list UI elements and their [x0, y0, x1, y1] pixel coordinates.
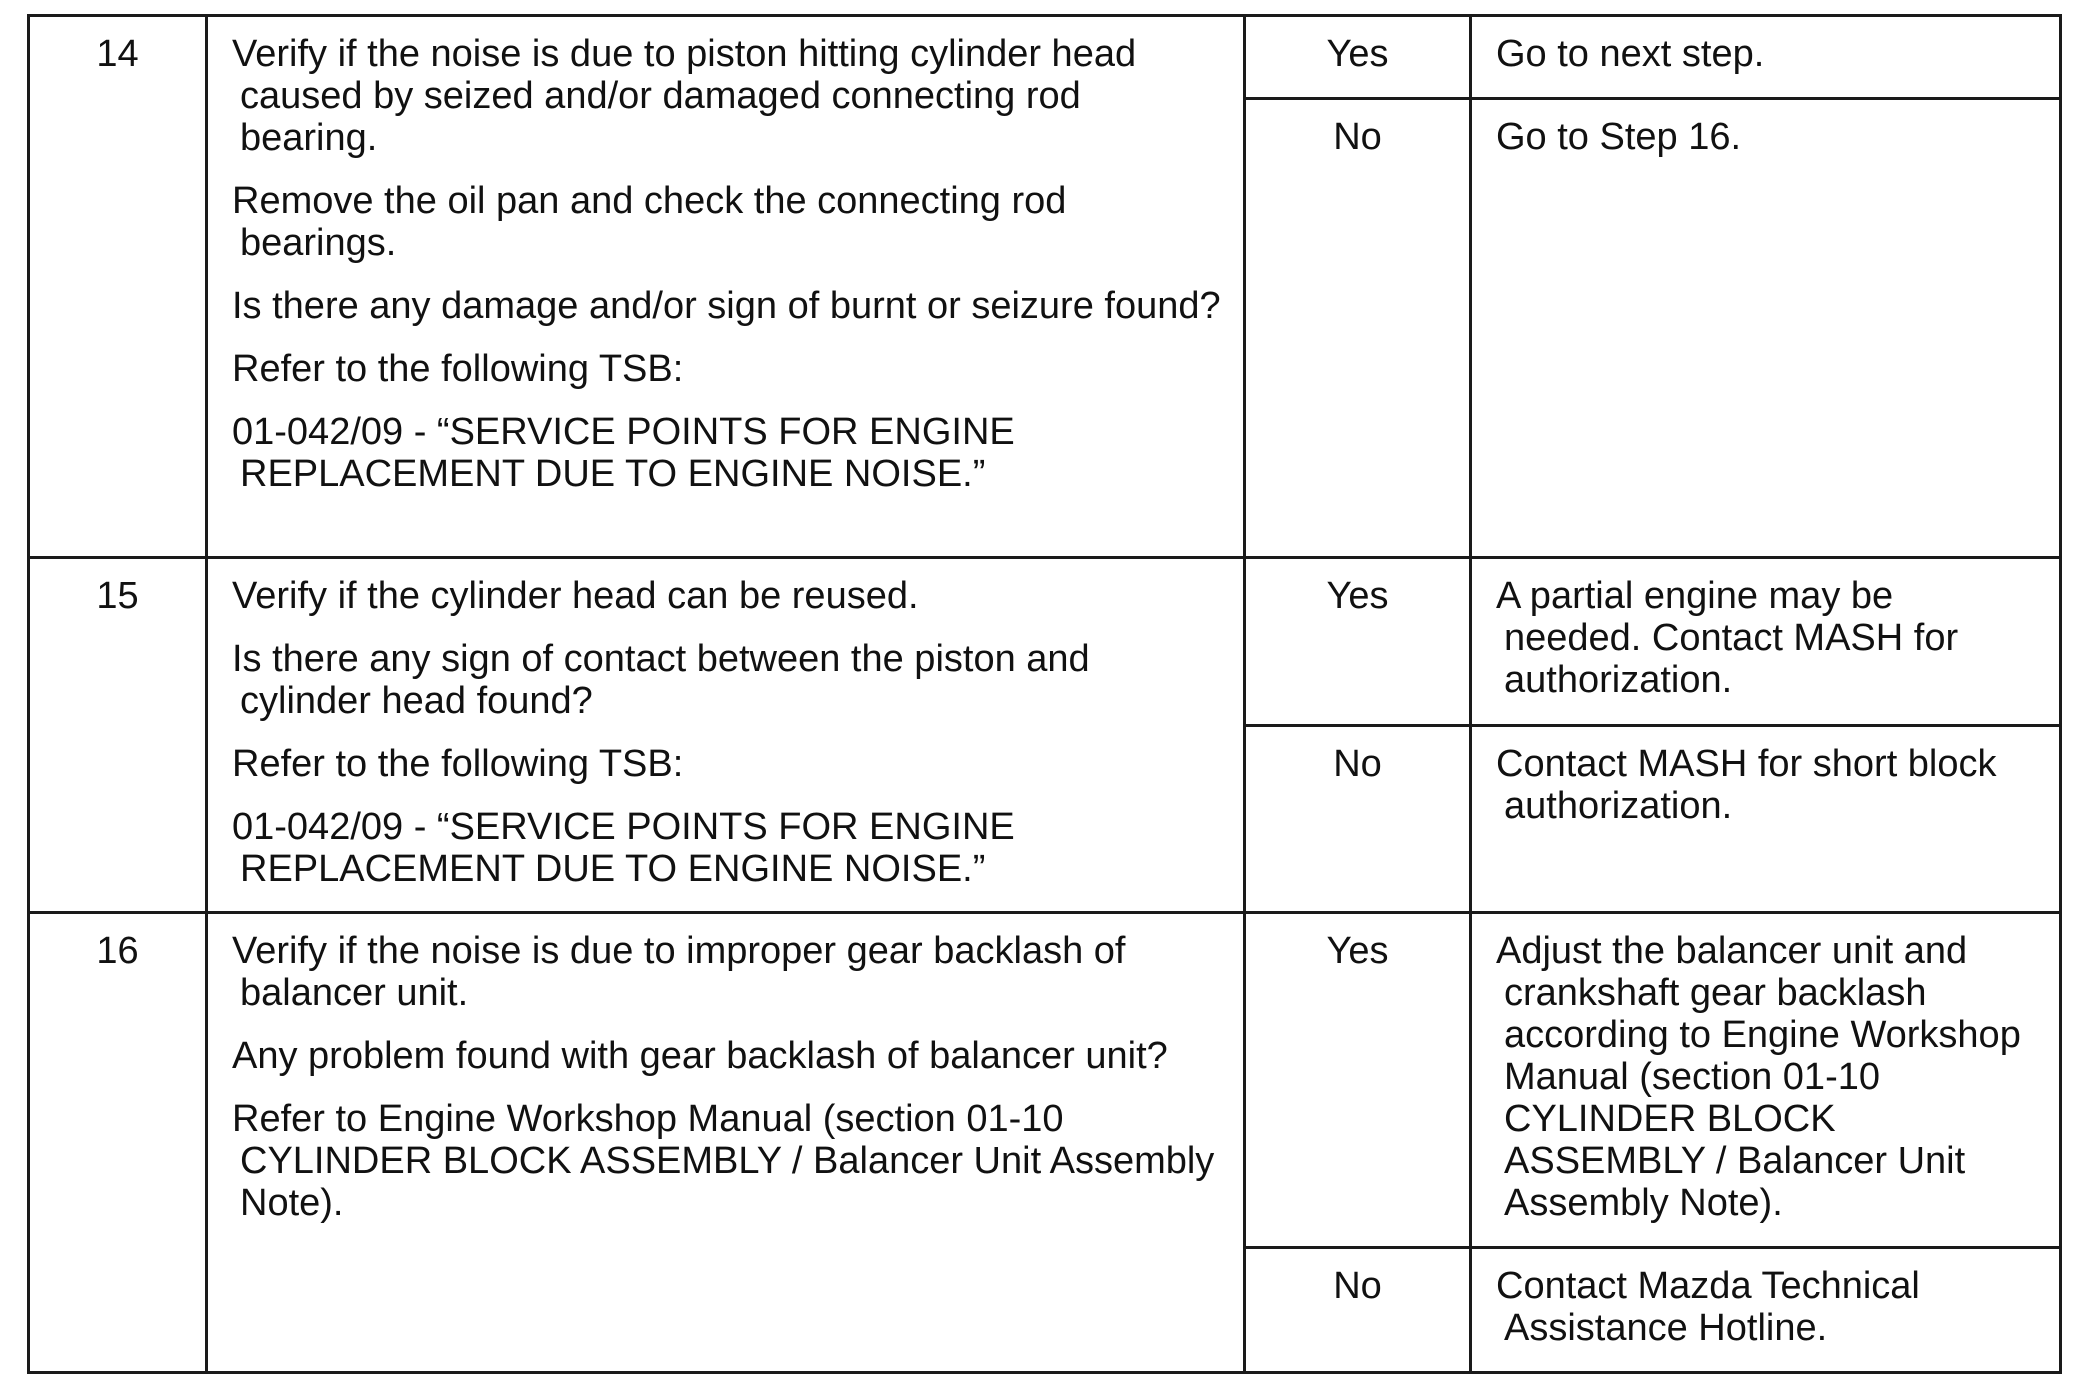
- step-number: 15: [27, 556, 208, 914]
- result-yes: Adjust the balancer unit and crankshaft …: [1469, 911, 2062, 1249]
- action-paragraph: Verify if the cylinder head can be reuse…: [232, 575, 919, 617]
- step-action: Verify if the noise is due to piston hit…: [205, 14, 1246, 559]
- result-text: Contact MASH for short block authorizati…: [1496, 743, 1997, 827]
- result-text: A partial engine may be needed. Contact …: [1496, 575, 1959, 701]
- result-text: Adjust the balancer unit and crankshaft …: [1496, 930, 2021, 1224]
- table-row: No Go to Step 16.: [29, 97, 2062, 559]
- action-paragraph: Verify if the noise is due to improper g…: [232, 930, 1126, 1014]
- step-number: 16: [27, 911, 208, 1374]
- result-yes: A partial engine may be needed. Contact …: [1469, 556, 2062, 727]
- answer-no: No: [1243, 97, 1472, 559]
- action-paragraph: Refer to Engine Workshop Manual (section…: [232, 1098, 1215, 1224]
- result-yes: Go to next step.: [1469, 14, 2062, 100]
- action-paragraph: Refer to the following TSB:: [232, 348, 684, 390]
- answer-yes: Yes: [1243, 911, 1472, 1249]
- action-paragraph: 01-042/09 - “SERVICE POINTS FOR ENGINE R…: [232, 806, 1015, 890]
- answer-yes: Yes: [1243, 14, 1472, 100]
- result-no: Contact Mazda Technical Assistance Hotli…: [1469, 1246, 2062, 1374]
- action-paragraph: Any problem found with gear backlash of …: [232, 1035, 1168, 1077]
- result-no: Go to Step 16.: [1469, 97, 2062, 559]
- answer-no: No: [1243, 1246, 1472, 1374]
- result-text: Contact Mazda Technical Assistance Hotli…: [1496, 1265, 1920, 1349]
- action-paragraph: 01-042/09 - “SERVICE POINTS FOR ENGINE R…: [232, 411, 1015, 495]
- action-paragraph: Verify if the noise is due to piston hit…: [232, 33, 1137, 159]
- answer-yes: Yes: [1243, 556, 1472, 727]
- step-action: Verify if the noise is due to improper g…: [205, 911, 1246, 1374]
- table-row: No Contact Mazda Technical Assistance Ho…: [29, 1246, 2062, 1374]
- step-number: 14: [27, 14, 208, 559]
- table-row: 14 Verify if the noise is due to piston …: [27, 14, 2062, 559]
- table-row: 16 Verify if the noise is due to imprope…: [27, 911, 2062, 1374]
- diagnostic-table: 14 Verify if the noise is due to piston …: [27, 14, 2062, 1374]
- step-action: Verify if the cylinder head can be reuse…: [205, 556, 1246, 914]
- action-paragraph: Is there any damage and/or sign of burnt…: [232, 285, 1221, 327]
- action-paragraph: Remove the oil pan and check the connect…: [232, 180, 1067, 264]
- answer-no: No: [1243, 724, 1472, 914]
- table-row: 15 Verify if the cylinder head can be re…: [27, 556, 2062, 914]
- result-text: Go to Step 16.: [1496, 116, 1742, 158]
- result-no: Contact MASH for short block authorizati…: [1469, 724, 2062, 914]
- action-paragraph: Refer to the following TSB:: [232, 743, 684, 785]
- table-row: No Contact MASH for short block authoriz…: [29, 724, 2062, 914]
- action-paragraph: Is there any sign of contact between the…: [232, 638, 1090, 722]
- result-text: Go to next step.: [1496, 33, 1765, 75]
